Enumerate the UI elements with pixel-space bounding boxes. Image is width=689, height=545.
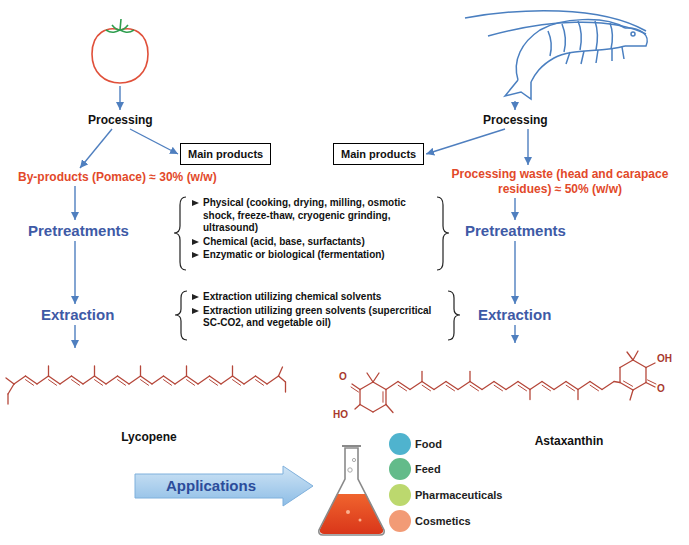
node-text: Pretreatments	[28, 222, 129, 240]
node-text: Lycopene	[0, 430, 298, 445]
node-text: Main products	[341, 147, 416, 161]
node-text: Chemical (acid, base, surfactants)	[190, 236, 433, 249]
product-box: Main products	[333, 143, 424, 165]
node-text: Processing	[88, 113, 153, 128]
node-text: By-products (Pomace) ≈ 30% (w/w)	[18, 170, 217, 185]
stage-label: Pretreatments	[465, 222, 566, 240]
application-item: Feed	[388, 457, 518, 481]
curly-brace	[174, 197, 460, 340]
flask-icon	[319, 446, 384, 535]
node-text: Processing	[483, 113, 548, 128]
node-text: Applications	[135, 466, 313, 506]
arrow-shape	[135, 466, 313, 506]
bullet-circle	[389, 458, 411, 480]
astaxanthin-structure	[351, 351, 656, 413]
atom-label: O	[657, 383, 665, 395]
application-item: Pharmaceuticals	[388, 483, 518, 507]
stage-label: Extraction	[41, 306, 114, 324]
step-label: Processing	[88, 113, 153, 128]
byproduct-label: By-products (Pomace) ≈ 30% (w/w)	[18, 170, 217, 185]
step-label: Processing	[483, 113, 548, 128]
flow-arrow	[119, 86, 120, 110]
product-box: Main products	[180, 143, 271, 165]
method-list: Extraction utilizing chemical solventsEx…	[190, 291, 445, 331]
node-text: Extraction utilizing chemical solvents	[190, 291, 445, 304]
node-text: Physical (cooking, drying, milling, osmo…	[190, 197, 433, 235]
node-figure	[388, 432, 518, 456]
flow-arrow	[527, 129, 528, 165]
flow-arrow	[514, 241, 515, 304]
node-text: Cosmetics	[388, 509, 518, 533]
byproduct-label: Processing waste (head and carapace resi…	[435, 167, 685, 197]
flow-arrow	[514, 198, 515, 220]
flow-arrow	[74, 186, 75, 220]
molecule-figure: Astaxanthin	[333, 345, 685, 453]
applications-arrow: Applications	[135, 466, 313, 506]
flow-arrow	[130, 129, 178, 154]
tomato-icon	[92, 19, 148, 83]
node-text: Astaxanthin	[453, 434, 685, 449]
node-text: Food	[388, 432, 518, 456]
flow-arrow	[74, 241, 75, 304]
shrimp-icon	[465, 11, 647, 99]
node-text: Enzymatic or biological (fermentation)	[190, 249, 433, 262]
node-text: Extraction	[41, 306, 114, 324]
node-text: Pharmaceuticals	[388, 483, 518, 507]
bullet-circle	[389, 433, 411, 455]
flow-arrow	[514, 325, 515, 343]
node-figure	[333, 345, 685, 453]
application-item: Cosmetics	[388, 509, 518, 533]
flow-arrow	[514, 101, 515, 110]
node-figure	[388, 457, 518, 481]
node-text: Feed	[388, 457, 518, 481]
node-text: Pretreatments	[465, 222, 566, 240]
flow-arrow	[80, 129, 112, 168]
node-text: Extraction	[478, 306, 551, 324]
method-list: Physical (cooking, drying, milling, osmo…	[190, 197, 433, 263]
flow-arrow	[426, 129, 505, 154]
node-text: Processing waste (head and carapace resi…	[435, 167, 685, 197]
node-text: Extraction utilizing green solvents (sup…	[190, 305, 445, 330]
node-text: Main products	[188, 147, 263, 161]
lycopene-structure	[6, 366, 286, 404]
atom-label: OH	[657, 353, 672, 365]
flow-arrow	[74, 325, 75, 348]
stage-label: Extraction	[478, 306, 551, 324]
molecule-figure: Lycopene	[0, 350, 298, 448]
bullet-circle	[389, 510, 411, 532]
application-item: Food	[388, 432, 518, 456]
bullet-circle	[389, 484, 411, 506]
stage-label: Pretreatments	[28, 222, 129, 240]
atom-label: HO	[333, 409, 348, 421]
atom-label: O	[339, 371, 347, 383]
